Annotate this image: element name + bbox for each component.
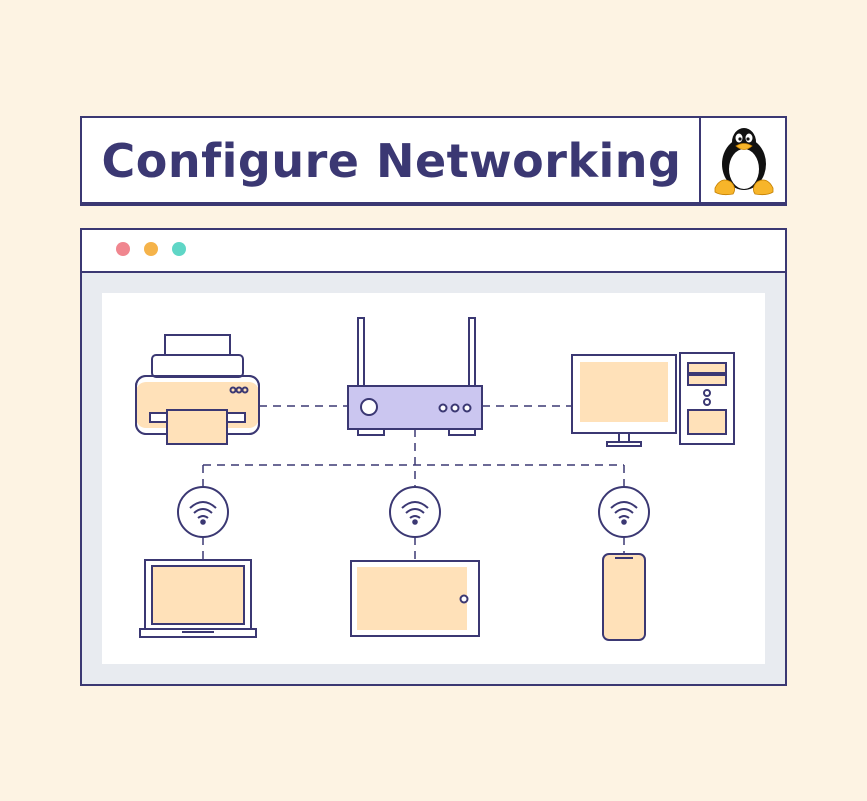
wifi-icon: [177, 486, 229, 538]
laptop-icon: [139, 559, 257, 638]
title-bar: Configure Networking: [80, 116, 787, 206]
maximize-dot[interactable]: [172, 242, 186, 256]
router-icon: [347, 317, 483, 436]
close-dot[interactable]: [116, 242, 130, 256]
tablet-icon: [350, 560, 480, 637]
window-body: [82, 273, 785, 684]
network-diagram: [135, 317, 735, 641]
logo-box: [699, 118, 785, 204]
printer-icon: [135, 334, 260, 445]
wifi-icon-phone: [598, 486, 650, 538]
connection-lines: [202, 405, 625, 560]
window-titlebar: [82, 230, 785, 273]
diagram-canvas: [102, 293, 765, 664]
desktop-computer-icon: [571, 352, 735, 447]
wifi-icon-tablet: [389, 486, 441, 538]
minimize-dot[interactable]: [144, 242, 158, 256]
network-window: [80, 228, 787, 686]
page-title: Configure Networking: [101, 134, 682, 188]
smartphone-icon: [602, 553, 646, 641]
linux-tux-icon: [714, 128, 774, 196]
